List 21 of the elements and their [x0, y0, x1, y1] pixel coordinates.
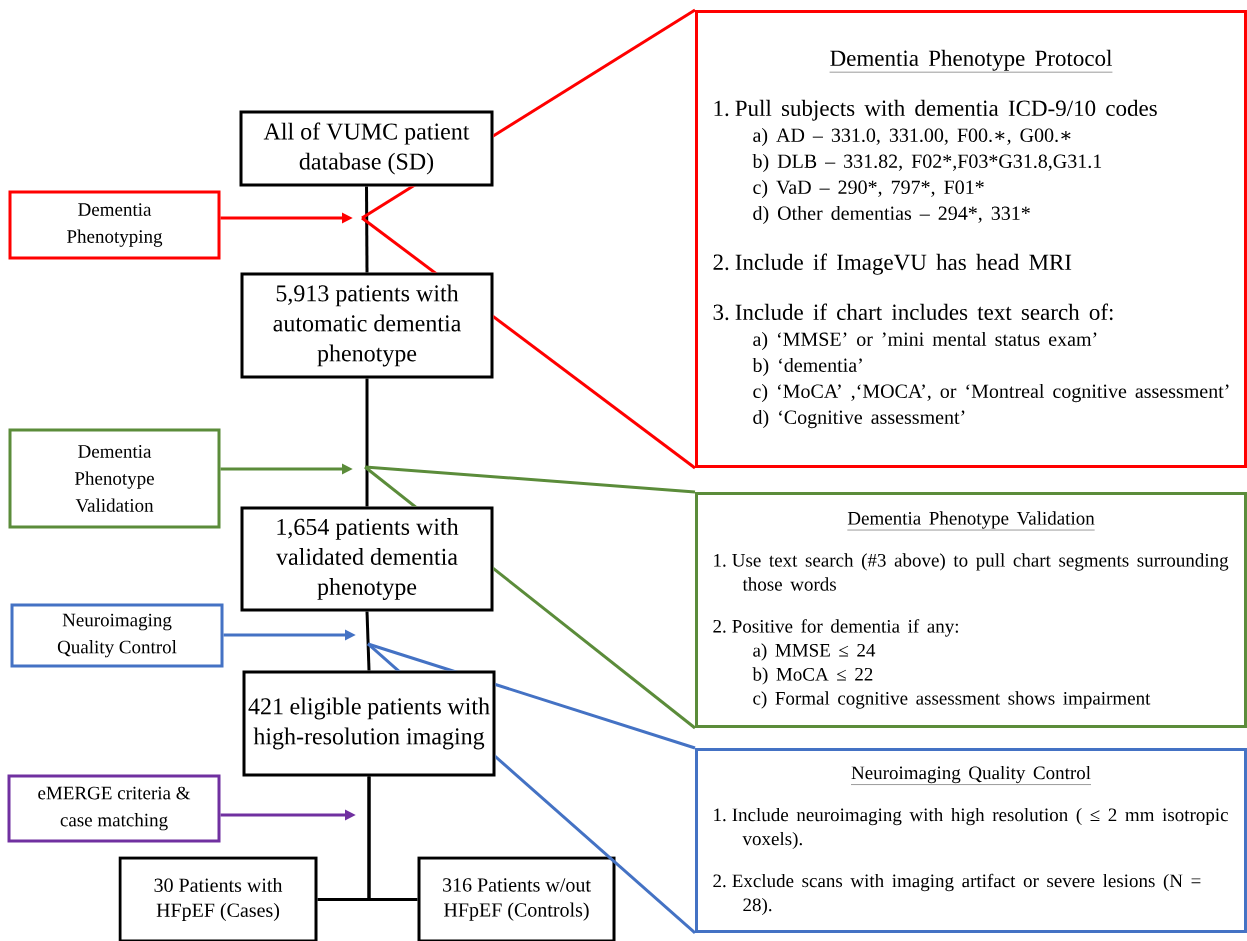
process-box: 1,654 patients with validated dementia phenotype	[240, 506, 494, 612]
step-label-box: eMERGE criteria & case matching	[7, 774, 221, 843]
callout-line	[364, 465, 696, 494]
outcome-box: 30 Patients with HFpEF (Cases)	[118, 856, 318, 941]
process-box: 5,913 patients with automatic dementia phenotype	[240, 272, 494, 379]
connector-line	[365, 186, 369, 273]
detail-panel: Dementia Phenotype Protocol 1. Pull subjects with dementia ICD-9/10 codes a) AD – 331.0, 331.00, F00.∗, G00.∗ b) DLB – 331.82, F02*,F03*G31.8,G31.1 c) VaD – 290*, 797*, F01* d) Other dementias – 294*, 331* 2. Include if ImageVU has head MRI 3. Include if chart includes text search of: a) ‘MMSE’ or ’mini mental status exam’ b) ‘dementia’ c) ‘MoCA’ ,‘MOCA’, or ‘Montreal cognitive assessment’ d) ‘Cognitive assessment’	[695, 10, 1247, 468]
callout-line	[367, 642, 696, 750]
process-box: 421 eligible patients with high-resolution imaging	[242, 670, 496, 777]
step-label-box: Dementia Phenotype Validation	[8, 428, 221, 529]
connector-line	[367, 776, 418, 901]
detail-panel: Dementia Phenotype Validation 1. Use text search (#3 above) to pull chart segments surrounding those words 2. Positive for dementia if any: a) MMSE ≤ 24 b) MoCA ≤ 22 c) Formal cognitive assessment shows impairment	[695, 492, 1247, 728]
callout-line	[361, 216, 696, 470]
connector-line	[365, 611, 371, 671]
process-box: All of VUMC patient database (SD)	[239, 110, 494, 187]
step-label-box: Dementia Phenotyping	[8, 190, 221, 260]
outcome-box: 316 Patients w/out HFpEF (Controls)	[417, 856, 616, 941]
step-label-box: Neuroimaging Quality Control	[10, 603, 224, 668]
connector-line	[365, 378, 369, 507]
detail-panel: Neuroimaging Quality Control 1. Include neuroimaging with high resolution ( ≤ 2 mm isotropic voxels). 2. Exclude scans with imaging artifact or severe lesions (N = 28).	[695, 748, 1247, 933]
callout-line	[364, 465, 696, 730]
